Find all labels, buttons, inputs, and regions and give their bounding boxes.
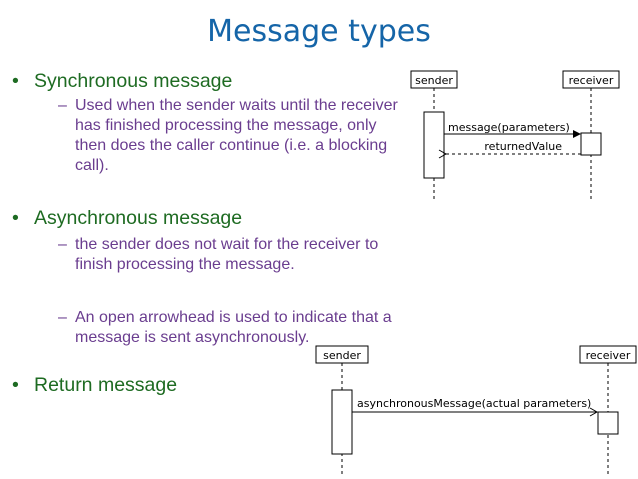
sync-diagram: sender receiver message(parameters) retu…: [410, 70, 620, 200]
sync-sender-label: sender: [415, 74, 453, 87]
bullet-label: Return message: [34, 374, 178, 396]
bullet-synchronous: • Synchronous message: [12, 70, 232, 93]
sync-receiver-label: receiver: [569, 74, 614, 87]
bullet-return: • Return message: [12, 374, 177, 397]
async-sender-label: sender: [323, 349, 361, 362]
sub-bullet-text: the sender does not wait for the receive…: [75, 236, 379, 273]
sub-bullet-async-2: – An open arrowhead is used to indicate …: [58, 308, 398, 348]
bullet-marker: •: [12, 207, 19, 229]
sub-bullet-text: Used when the sender waits until the rec…: [75, 97, 398, 174]
async-call-label: asynchronousMessage(actual parameters): [357, 397, 591, 410]
bullet-label: Asynchronous message: [34, 207, 243, 229]
sub-bullet-synchronous: – Used when the sender waits until the r…: [58, 96, 398, 176]
async-diagram: sender receiver asynchronousMessage(actu…: [315, 345, 637, 476]
async-receiver-activation: [597, 411, 619, 435]
async-receiver-label: receiver: [586, 349, 631, 362]
dash-marker: –: [58, 236, 67, 253]
sub-bullet-text: An open arrowhead is used to indicate th…: [75, 309, 392, 346]
sync-call-label: message(parameters): [448, 121, 570, 134]
dash-marker: –: [58, 309, 67, 326]
bullet-label: Synchronous message: [34, 70, 233, 92]
bullet-asynchronous: • Asynchronous message: [12, 207, 242, 230]
async-sender-activation: [331, 389, 353, 455]
bullet-marker: •: [12, 70, 19, 92]
sync-return-label: returnedValue: [484, 140, 562, 153]
bullet-marker: •: [12, 374, 19, 396]
sync-sender-activation: [423, 111, 445, 179]
dash-marker: –: [58, 97, 67, 114]
sub-bullet-async-1: – the sender does not wait for the recei…: [58, 235, 398, 275]
slide-title: Message types: [207, 14, 431, 49]
sync-receiver-activation: [580, 132, 602, 156]
